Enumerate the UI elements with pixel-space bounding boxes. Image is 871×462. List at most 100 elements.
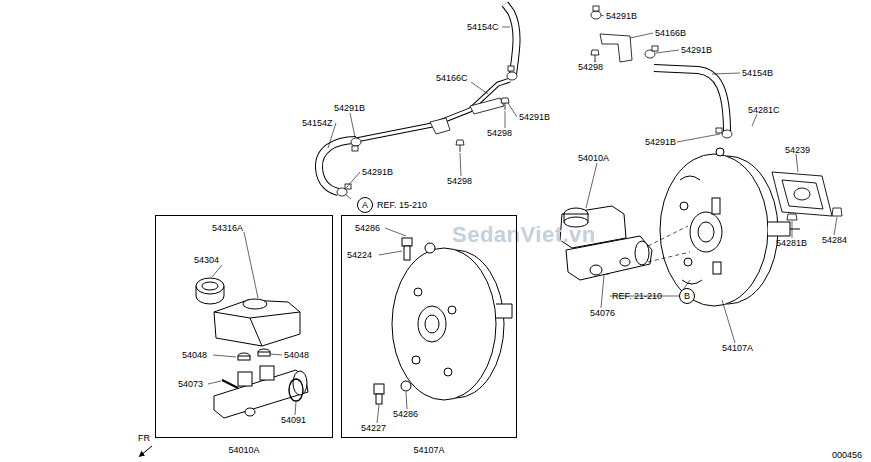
callout-number: 54304 (194, 255, 219, 266)
watermark: SedanViet.vn (452, 222, 596, 248)
o-ring (289, 379, 303, 401)
brake-booster (660, 154, 768, 306)
callout-number: 54291B (606, 11, 637, 22)
callout-number: 54239 (785, 145, 810, 156)
leader-line (505, 111, 506, 128)
callout-number: 54298 (447, 176, 472, 187)
callout-number: 54281B (776, 238, 807, 249)
leader-line (406, 392, 407, 409)
callout-number: 54048 (182, 350, 207, 361)
alignment-line (648, 226, 690, 262)
leader-line (508, 103, 517, 117)
bolt (787, 214, 797, 220)
cylinder-body (222, 380, 238, 388)
callout-number: 54286 (393, 409, 418, 420)
brake-booster (682, 280, 702, 284)
vacuum-pipe (356, 80, 510, 140)
hose-clamp (352, 146, 358, 151)
gasket (794, 188, 810, 200)
bolt (505, 103, 506, 110)
vacuum-hose (654, 68, 727, 132)
brake-booster (713, 262, 721, 274)
master-cylinder (620, 258, 630, 266)
leader-line (345, 194, 351, 199)
brake-booster (680, 176, 700, 180)
reference-circle: B (679, 288, 695, 304)
callout-number: 54298 (487, 128, 512, 139)
callout-number: 54298 (578, 62, 603, 73)
o-ring (289, 379, 303, 401)
vacuum-sensor (425, 243, 435, 253)
brake-booster (418, 306, 446, 342)
hose-clamp (591, 11, 601, 19)
leader-line (601, 275, 604, 308)
front-arrow (141, 446, 152, 455)
vacuum-hose (654, 68, 727, 132)
leader-line (712, 73, 740, 74)
callout-number: 54227 (361, 423, 386, 434)
hose-clamp (345, 184, 351, 189)
brake-booster (496, 304, 512, 318)
reservoir (214, 300, 300, 346)
leader-line (630, 33, 653, 38)
leader-line (722, 300, 735, 343)
bolt (595, 55, 596, 62)
callout-number: 54291B (334, 103, 365, 114)
reference-note: REF. 21-210 (612, 291, 662, 302)
leader-line (796, 154, 798, 172)
vacuum-pipe (470, 98, 504, 114)
vacuum-hose (505, 4, 517, 74)
master-cylinder (635, 241, 649, 265)
assembly-number: 54107A (342, 445, 516, 456)
brake-booster (712, 198, 720, 214)
hose-clamp (722, 130, 732, 138)
grommet (238, 353, 250, 359)
hose-clamp (652, 46, 658, 51)
vacuum-pipe (600, 34, 632, 62)
leader-line (792, 221, 793, 238)
leader-line (677, 134, 720, 142)
cylinder-body (260, 366, 274, 380)
brake-booster (790, 229, 800, 230)
reservoir-cap (196, 278, 224, 304)
callout-number: 54291B (519, 112, 550, 123)
callout-number: 54076 (590, 308, 615, 319)
reservoir-cap (196, 278, 224, 294)
reference-letter: B (684, 291, 690, 302)
leader-line (346, 172, 360, 188)
brake-booster (716, 148, 724, 156)
brake-booster (768, 222, 790, 236)
gasket (772, 172, 832, 216)
gasket (772, 172, 832, 216)
leader-line (208, 381, 221, 384)
leader-line (208, 15, 837, 423)
leader-line (601, 15, 604, 16)
reservoir (250, 318, 262, 346)
assembly-box: 54010A (155, 215, 333, 438)
bolt (456, 140, 464, 145)
reference-circle: A (357, 197, 373, 213)
callout-number: 54091 (281, 415, 306, 426)
callout-number: 54316A (212, 223, 243, 234)
callout-number: 54107A (722, 343, 753, 354)
leader-line (460, 153, 461, 176)
reservoir (214, 312, 300, 318)
cylinder-body (293, 371, 307, 395)
callout-number: 54010A (578, 153, 609, 164)
front-arrow (141, 446, 152, 455)
cylinder-body (238, 372, 252, 386)
vacuum-sensor (374, 238, 435, 404)
callout-number: 54166C (436, 73, 468, 84)
vacuum-pipe (356, 34, 632, 140)
brake-booster (425, 315, 439, 333)
leader-line (656, 50, 679, 53)
callout-number: 54154C (467, 22, 499, 33)
bolt (460, 145, 461, 152)
brake-booster (448, 306, 456, 314)
vacuum-hose (319, 140, 356, 192)
alignment-line (648, 226, 688, 246)
callout-number: 54154Z (302, 118, 333, 129)
callout-number: 54048 (284, 350, 309, 361)
vacuum-pipe (356, 80, 510, 140)
